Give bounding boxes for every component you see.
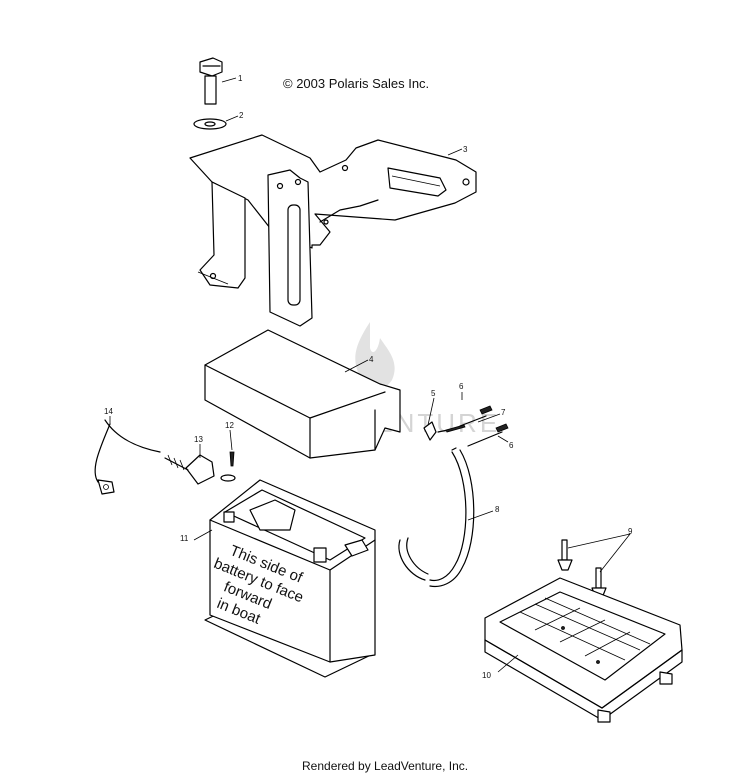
part-washer[interactable] (193, 118, 227, 130)
part-battery[interactable]: This side of battery to face forward in … (198, 479, 376, 678)
callout-8: 8 (495, 505, 500, 514)
part-bracket[interactable] (189, 134, 477, 327)
callout-9: 9 (628, 527, 633, 536)
part-battery-cable[interactable] (94, 419, 236, 495)
callout-10: 10 (482, 671, 491, 680)
part-battery-cover[interactable] (204, 329, 401, 459)
part-battery-tray[interactable] (484, 577, 683, 723)
callout-13: 13 (194, 435, 203, 444)
part-terminal-hardware[interactable] (423, 405, 509, 451)
callout-7: 7 (501, 408, 506, 417)
part-vent-tube[interactable] (398, 449, 475, 588)
callout-3: 3 (463, 145, 468, 154)
callout-2: 2 (239, 111, 244, 120)
callout-6b: 6 (509, 441, 514, 450)
callout-5: 5 (431, 389, 436, 398)
callout-numbers: 1 2 3 4 5 6 7 6 8 9 10 11 12 13 14 (104, 74, 633, 680)
callout-14: 14 (104, 407, 113, 416)
copyright-notice: © 2003 Polaris Sales Inc. (283, 76, 430, 91)
rendered-by-footer: Rendered by LeadVenture, Inc. (302, 759, 469, 773)
flame-logo-icon (355, 322, 395, 389)
callout-1: 1 (238, 74, 243, 83)
callout-6: 6 (459, 382, 464, 391)
callout-4: 4 (369, 355, 374, 364)
callout-12: 12 (225, 421, 234, 430)
part-bolt[interactable] (199, 57, 223, 105)
callout-11: 11 (180, 534, 189, 543)
leader-lines (109, 77, 632, 673)
